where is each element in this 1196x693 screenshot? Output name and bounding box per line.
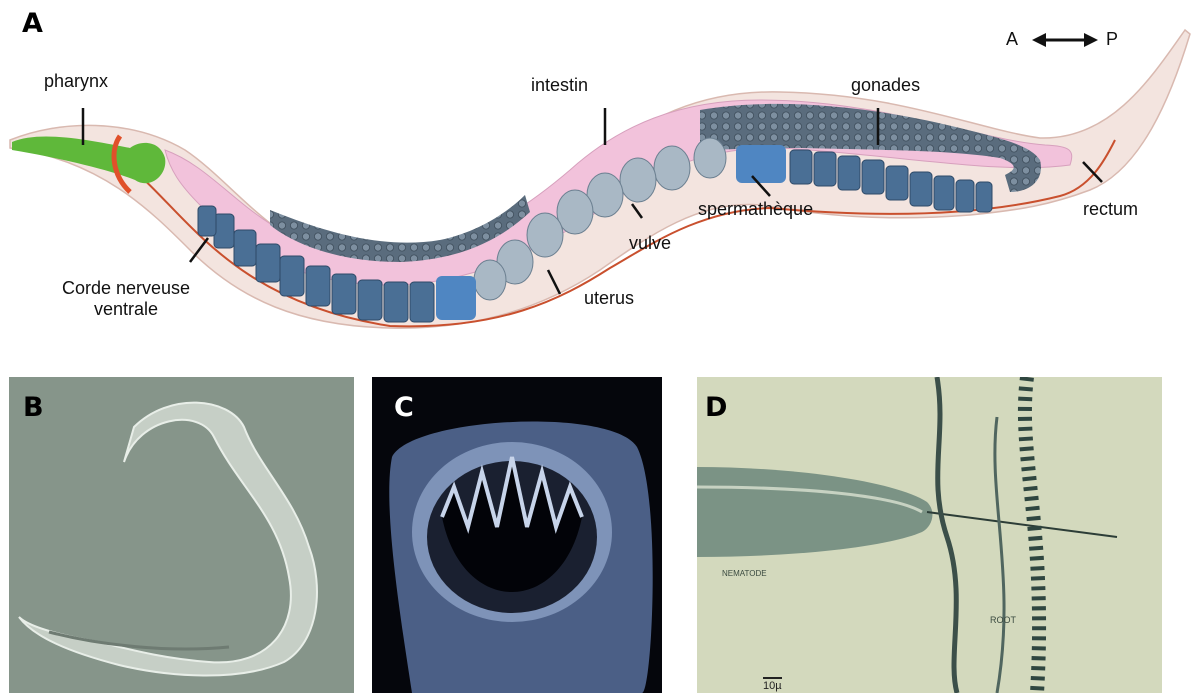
worm-dic-image bbox=[9, 377, 354, 693]
panel-b-photo bbox=[9, 377, 354, 693]
label-gonades: gonades bbox=[851, 75, 920, 96]
label-corde-line1: Corde nerveuse bbox=[49, 278, 203, 299]
anterior-posterior-arrow bbox=[1032, 33, 1098, 47]
photo-scale-bar: 10µ bbox=[763, 677, 782, 692]
photo-text-nematode: NEMATODE bbox=[722, 569, 767, 578]
label-uterus: uterus bbox=[584, 288, 634, 309]
label-corde-nerveuse: Corde nerveuse ventrale bbox=[49, 278, 203, 320]
photo-text-root: ROOT bbox=[990, 615, 1016, 625]
label-rectum: rectum bbox=[1083, 199, 1138, 220]
panel-b-letter: B bbox=[23, 392, 44, 423]
panel-d-photo: NEMATODE ROOT 10µ bbox=[697, 377, 1162, 693]
panel-c-photo bbox=[372, 377, 662, 693]
spermatheca-anterior bbox=[436, 276, 476, 320]
arrow-label-anterior: A bbox=[1006, 29, 1018, 50]
nematode-root-micrograph bbox=[697, 377, 1162, 693]
label-pharynx: pharynx bbox=[44, 71, 108, 92]
panel-d-letter: D bbox=[705, 392, 727, 423]
panel-c-letter: C bbox=[394, 392, 414, 423]
label-spermatheque: spermathèque bbox=[698, 199, 813, 220]
pharynx bbox=[12, 136, 165, 183]
hookworm-sem-image bbox=[372, 377, 662, 693]
spermatheca-posterior bbox=[736, 145, 786, 183]
label-vulve: vulve bbox=[629, 233, 671, 254]
arrow-label-posterior: P bbox=[1106, 29, 1118, 50]
label-corde-line2: ventrale bbox=[49, 299, 203, 320]
label-intestin: intestin bbox=[531, 75, 588, 96]
